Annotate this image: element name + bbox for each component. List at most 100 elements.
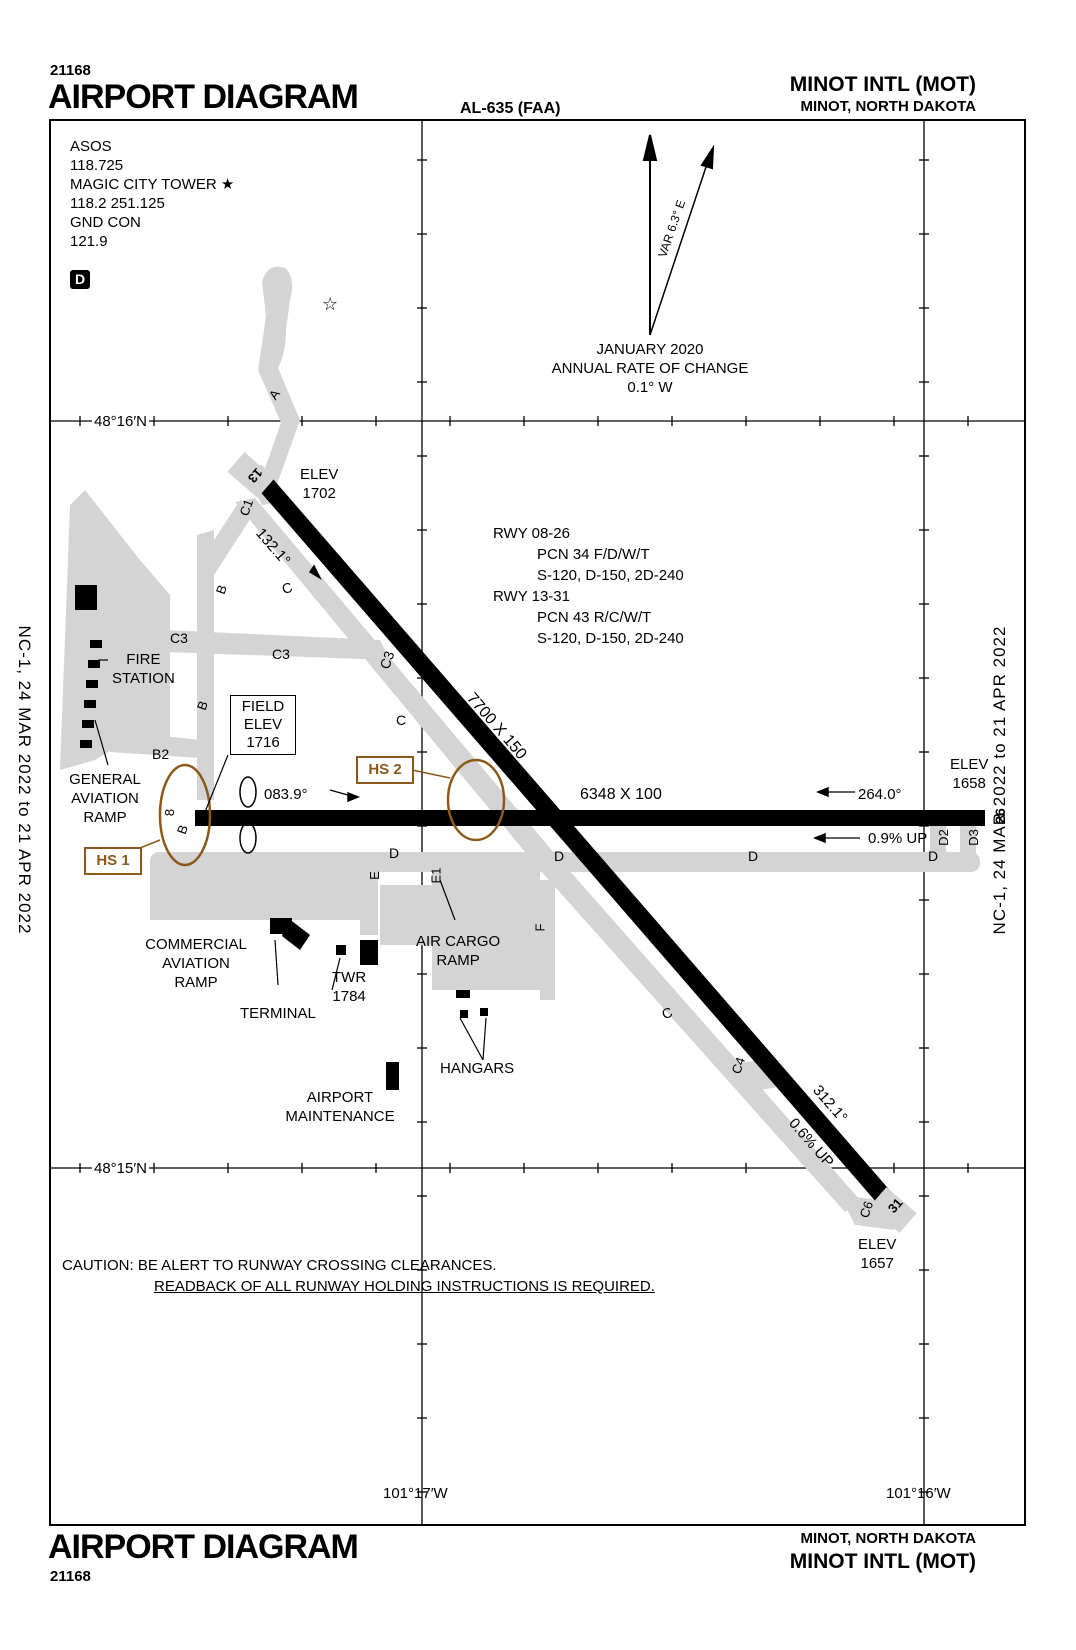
hotspot-2-label: HS 2 xyxy=(356,756,414,784)
runway-info-block: RWY 08-26 PCN 34 F/D/W/T S-120, D-150, 2… xyxy=(493,523,684,649)
taxiway-label-e1: E1 xyxy=(428,867,444,884)
caution-line1: CAUTION: BE ALERT TO RUNWAY CROSSING CLE… xyxy=(62,1257,497,1274)
frequency-block: ASOS 118.725 MAGIC CITY TOWER ★ 118.2 25… xyxy=(70,137,234,251)
map-frame xyxy=(49,119,1026,1526)
elev-13-label: ELEV xyxy=(300,466,339,483)
rwy2-pcn: PCN 43 R/C/W/T xyxy=(537,609,652,626)
field-elev-value: 1716 xyxy=(246,734,280,751)
hotspot-1-circle xyxy=(158,763,212,867)
caution-line2: READBACK OF ALL RUNWAY HOLDING INSTRUCTI… xyxy=(154,1278,655,1295)
tower-label-block: TWR 1784 xyxy=(332,968,366,1006)
fire-station-label: FIRE STATION xyxy=(112,650,175,688)
taxiway-label-b2: B2 xyxy=(152,746,170,762)
rwy08-heading: 083.9° xyxy=(264,786,308,803)
taxiway-label-f: F xyxy=(532,923,548,932)
airport-location-top: MINOT, NORTH DAKOTA xyxy=(800,98,976,115)
ga-ramp-label: GENERAL AVIATION RAMP xyxy=(55,770,155,827)
tower-label: MAGIC CITY TOWER ★ xyxy=(70,176,235,193)
page-title-bottom: AIRPORT DIAGRAM xyxy=(48,1528,359,1566)
var-rate: 0.1° W xyxy=(627,379,673,396)
rwy26-heading: 264.0° xyxy=(858,786,902,803)
lat-south-label: 48°15′N xyxy=(92,1160,150,1177)
lon-west-label: 101°17′W xyxy=(383,1485,448,1502)
ga-ramp-line3: RAMP xyxy=(83,809,127,826)
procedure-id: AL-635 (FAA) xyxy=(460,100,561,117)
rwy1-pcn: PCN 34 F/D/W/T xyxy=(537,546,650,563)
elev-31-value: 1657 xyxy=(860,1255,894,1272)
beacon-icon xyxy=(239,776,257,854)
ga-ramp-line2: AVIATION xyxy=(71,790,139,807)
taxiway-label-c-mid: C xyxy=(396,712,407,728)
terminal-label: TERMINAL xyxy=(240,1005,316,1022)
airport-name-top: MINOT INTL (MOT) xyxy=(789,73,976,96)
tower-label-text: TWR xyxy=(332,969,367,986)
comm-ramp-line1: COMMERCIAL xyxy=(145,936,247,953)
comm-ramp-line3: RAMP xyxy=(174,974,218,991)
d-atis-icon: D xyxy=(70,270,90,289)
lon-east-label: 101°16′W xyxy=(886,1485,951,1502)
air-cargo-label: AIR CARGO RAMP xyxy=(416,932,500,970)
hotspot-1-label: HS 1 xyxy=(84,847,142,875)
fire-station-line2: STATION xyxy=(112,670,175,687)
rwy1-label: RWY 08-26 xyxy=(493,525,570,542)
runway-end-26: 26 xyxy=(991,808,1008,824)
tower-star-icon: ☆ xyxy=(322,294,338,314)
chart-code-bottom: 21168 xyxy=(50,1568,91,1585)
elev-31-label: ELEV xyxy=(858,1236,897,1253)
commercial-ramp-label: COMMERCIAL AVIATION RAMP xyxy=(140,935,252,992)
comm-ramp-line2: AVIATION xyxy=(162,955,230,972)
buildings xyxy=(75,585,488,1090)
fire-station-line1: FIRE xyxy=(126,651,161,668)
taxiway-label-d-west: D xyxy=(389,845,400,861)
tower-freq: 118.2 251.125 xyxy=(70,195,165,212)
air-cargo-line1: AIR CARGO xyxy=(416,933,501,950)
elev-26-value: 1658 xyxy=(952,775,986,792)
runway-threshold-marks xyxy=(227,452,917,1233)
taxiway-label-e: E xyxy=(366,871,382,880)
maintenance-building xyxy=(386,1062,399,1090)
field-elev-box: FIELD ELEV 1716 xyxy=(230,695,296,755)
page-title-top: AIRPORT DIAGRAM xyxy=(48,78,359,116)
hotspot-2-circle xyxy=(446,758,506,842)
runways xyxy=(195,474,985,1216)
taxiway-label-c3-mid: C3 xyxy=(272,646,290,662)
hotspot-circles xyxy=(158,758,506,867)
lat-north-label: 48°16′N xyxy=(92,413,150,430)
elev-13-value: 1702 xyxy=(302,485,336,502)
taxiway-label-d-far: D xyxy=(928,848,939,864)
tower-elev-text: 1784 xyxy=(332,988,366,1005)
taxiway-label-d2: D2 xyxy=(935,829,951,846)
ga-ramp-line1: GENERAL xyxy=(69,771,141,788)
tower-building xyxy=(336,945,346,955)
elev-26-block: ELEV 1658 xyxy=(950,755,988,793)
gnd-freq: 121.9 xyxy=(70,233,108,250)
taxiway-label-d-mid: D xyxy=(554,848,565,864)
taxiway-label-c3-west: C3 xyxy=(170,630,188,646)
ga-hangar xyxy=(75,585,97,610)
rwy26-gradient: 0.9% UP xyxy=(868,830,928,847)
elev-13-block: ELEV 1702 xyxy=(300,465,338,503)
air-cargo-line2: RAMP xyxy=(436,952,480,969)
gnd-label: GND CON xyxy=(70,214,141,231)
north-arrow xyxy=(642,134,715,336)
var-rate-label: ANNUAL RATE OF CHANGE xyxy=(551,360,749,377)
field-elev-line2: ELEV xyxy=(243,716,283,733)
airport-location-bottom: MINOT, NORTH DAKOTA xyxy=(800,1530,976,1547)
rwy2-label: RWY 13-31 xyxy=(493,588,570,605)
elev-26-label: ELEV xyxy=(950,756,989,773)
field-elev-line1: FIELD xyxy=(241,698,285,715)
maintenance-line2: MAINTENANCE xyxy=(285,1108,395,1125)
rwy1-weights: S-120, D-150, 2D-240 xyxy=(537,567,684,584)
maintenance-label: AIRPORT MAINTENANCE xyxy=(280,1088,400,1126)
taxiway-label-d-east: D xyxy=(748,848,759,864)
var-date: JANUARY 2020 xyxy=(596,341,704,358)
chart-code-top: 21168 xyxy=(50,62,91,79)
runway-end-8: 8 xyxy=(162,808,178,817)
asos-label: ASOS xyxy=(70,138,112,155)
airport-name-bottom: MINOT INTL (MOT) xyxy=(789,1550,976,1573)
runway-13-31 xyxy=(255,474,902,1216)
elev-31-block: ELEV 1657 xyxy=(858,1235,896,1273)
maintenance-line1: AIRPORT xyxy=(306,1089,374,1106)
rwy08-dims: 6348 X 100 xyxy=(580,786,662,803)
